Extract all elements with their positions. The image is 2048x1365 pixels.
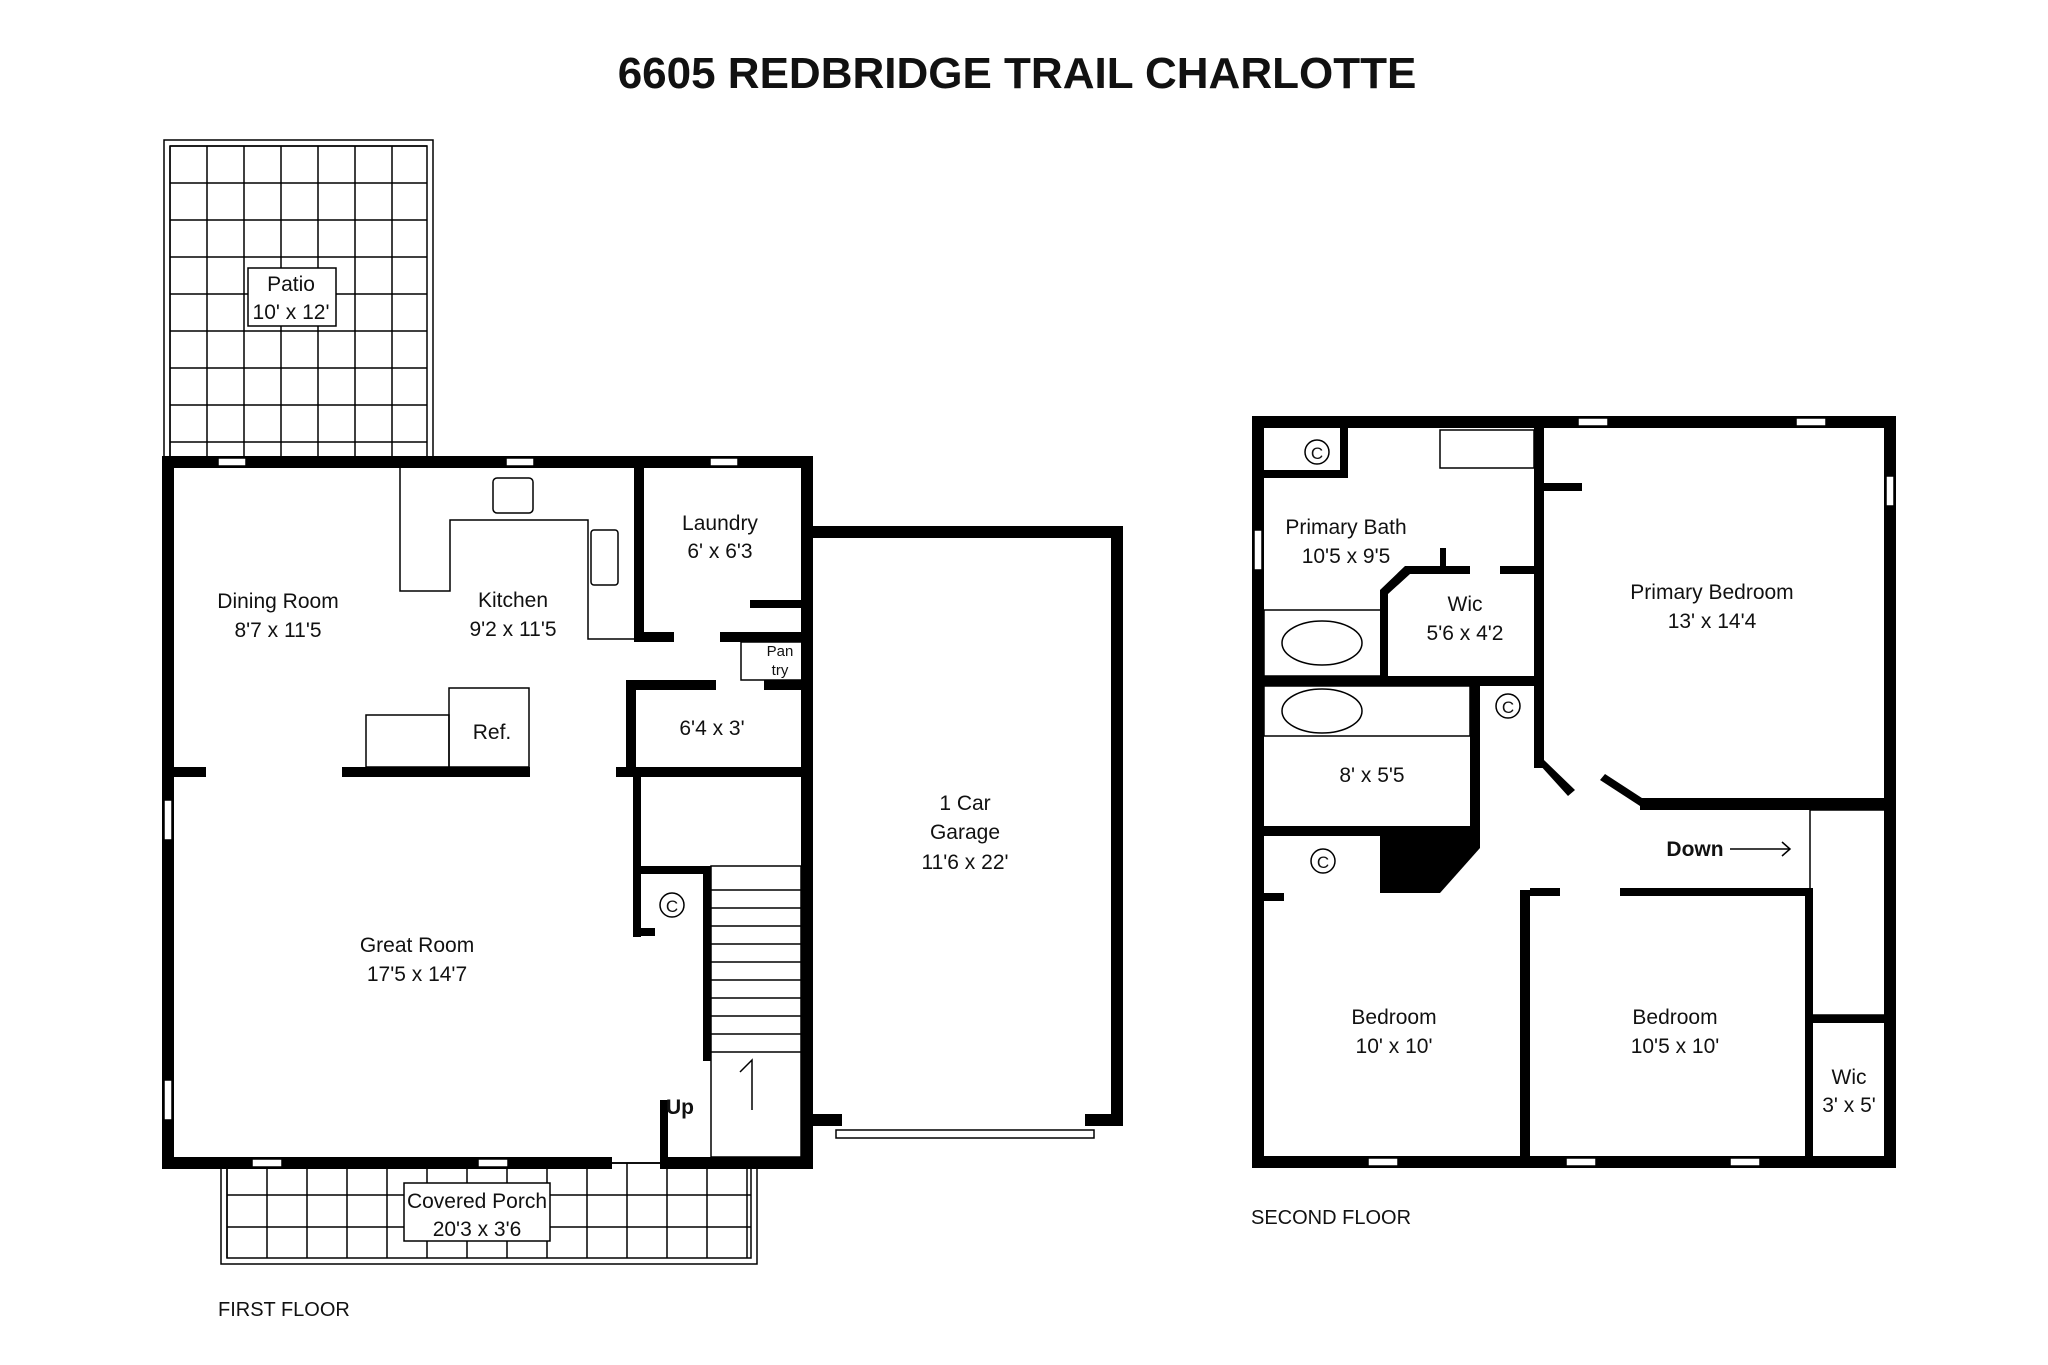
stairs-up	[710, 865, 802, 1158]
pantry-label-1: Pan	[767, 643, 794, 660]
covered-porch: Covered Porch 20'3 x 3'6	[220, 1162, 758, 1265]
bedroom-1-name: Bedroom	[1351, 1006, 1436, 1029]
first-floor-windows	[163, 457, 739, 1168]
bedroom-2-name: Bedroom	[1632, 1006, 1717, 1029]
closet-c-label: C	[1317, 853, 1329, 872]
porch-size: 20'3 x 3'6	[433, 1218, 522, 1241]
second-floor-label: SECOND FLOOR	[1251, 1207, 1411, 1229]
half-bath-size: 6'4 x 3'	[679, 717, 744, 740]
patio-name: Patio	[267, 273, 315, 296]
wic-2-size: 3' x 5'	[1822, 1094, 1876, 1117]
garage-size: 11'6 x 22'	[921, 851, 1008, 874]
kitchen-name: Kitchen	[478, 589, 548, 612]
stairs-up-label: Up	[666, 1096, 694, 1119]
primary-bedroom-size: 13' x 14'4	[1668, 610, 1757, 633]
pantry-label-2: try	[772, 662, 789, 679]
garage-name-1: 1 Car	[939, 792, 990, 815]
first-floor-label: FIRST FLOOR	[218, 1299, 350, 1321]
bedroom-2-size: 10'5 x 10'	[1631, 1035, 1720, 1058]
patio-size: 10' x 12'	[253, 301, 330, 324]
stairs-down	[1730, 809, 1887, 1016]
second-floor: Primary Bath 10'5 x 9'5 Wic 5'6 x 4'2 Pr…	[1251, 416, 1896, 1229]
second-floor-walls	[1252, 416, 1896, 1168]
stairs-down-label: Down	[1666, 838, 1723, 861]
great-room-size: 17'5 x 14'7	[367, 963, 467, 986]
wic-size: 5'6 x 4'2	[1427, 622, 1504, 645]
wic-2-name: Wic	[1832, 1066, 1867, 1089]
kitchen-counters	[365, 468, 634, 768]
dining-room-name: Dining Room	[217, 590, 338, 613]
laundry-name: Laundry	[682, 512, 758, 535]
garage-name-2: Garage	[930, 821, 1000, 844]
first-floor: Patio 10' x 12' Covered Porch 20'3 x 3'6	[162, 139, 1123, 1321]
patio: Patio 10' x 12'	[163, 139, 434, 463]
closet-a-label: C	[1311, 444, 1323, 463]
primary-bath-size: 10'5 x 9'5	[1302, 545, 1391, 568]
second-floor-fixtures	[1263, 429, 1535, 737]
great-room-name: Great Room	[360, 934, 474, 957]
bedroom-1-size: 10' x 10'	[1356, 1035, 1433, 1058]
closet-b-label: C	[1502, 698, 1514, 717]
closet-label: C	[666, 897, 678, 916]
porch-name: Covered Porch	[407, 1190, 547, 1213]
kitchen-size: 9'2 x 11'5	[469, 618, 556, 641]
primary-bath-name: Primary Bath	[1285, 516, 1406, 539]
bath-2-size: 8' x 5'5	[1339, 764, 1404, 787]
wic-name: Wic	[1448, 593, 1483, 616]
primary-bedroom-name: Primary Bedroom	[1630, 581, 1793, 604]
laundry-size: 6' x 6'3	[687, 540, 752, 563]
second-floor-windows	[1253, 417, 1895, 1167]
plan-title: 6605 REDBRIDGE TRAIL CHARLOTTE	[618, 49, 1417, 98]
refrigerator-label: Ref.	[473, 721, 512, 744]
dining-room-size: 8'7 x 11'5	[234, 619, 321, 642]
